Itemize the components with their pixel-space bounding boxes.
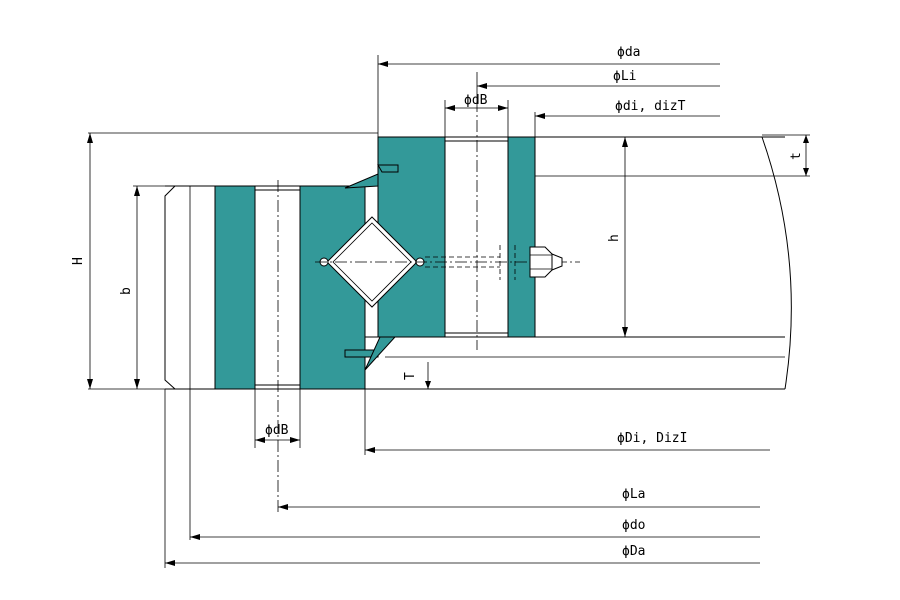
label-db-bottom: ϕdB <box>265 423 289 438</box>
label-li: ϕLi <box>613 69 636 84</box>
extension-lines <box>88 55 810 568</box>
seals <box>344 164 399 371</box>
label-db-top: ϕdB <box>464 93 488 108</box>
label-la: ϕLa <box>622 487 645 502</box>
label-h-total: H <box>71 257 86 265</box>
dimension-labels: ϕda ϕLi ϕdB ϕdi, dizT t H h b T ϕdB ϕDi,… <box>71 45 804 559</box>
label-di-outer: ϕDi, DizI <box>617 431 687 446</box>
outer-ring-section <box>164 180 366 515</box>
inner-ring-section <box>365 100 792 390</box>
label-da-outer: ϕDa <box>622 544 645 559</box>
label-do: ϕdo <box>622 518 645 533</box>
mounting-bolt <box>425 245 563 280</box>
label-di: ϕdi, dizT <box>615 99 686 114</box>
label-t: t <box>789 152 804 160</box>
label-da: ϕda <box>617 45 640 60</box>
dimension-lines <box>87 61 809 566</box>
label-b: b <box>119 287 134 295</box>
label-t-bottom: T <box>403 372 418 380</box>
label-h: h <box>607 234 622 242</box>
